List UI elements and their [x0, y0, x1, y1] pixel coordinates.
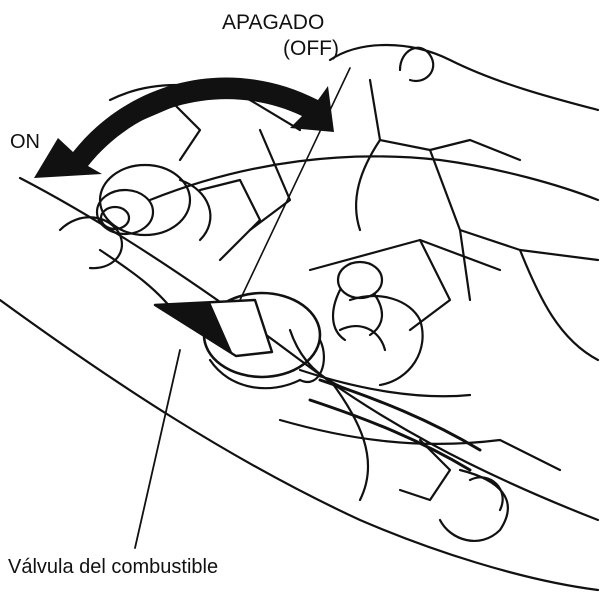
off-label-line1: APAGADO	[222, 12, 324, 34]
valve-lever	[155, 300, 272, 356]
fuel-valve-label: Válvula del combustible	[8, 556, 218, 578]
valve-stem	[97, 165, 210, 240]
on-label: ON	[10, 131, 40, 153]
off-label-line2: (OFF)	[283, 38, 339, 60]
valve-leader-line	[135, 350, 180, 548]
